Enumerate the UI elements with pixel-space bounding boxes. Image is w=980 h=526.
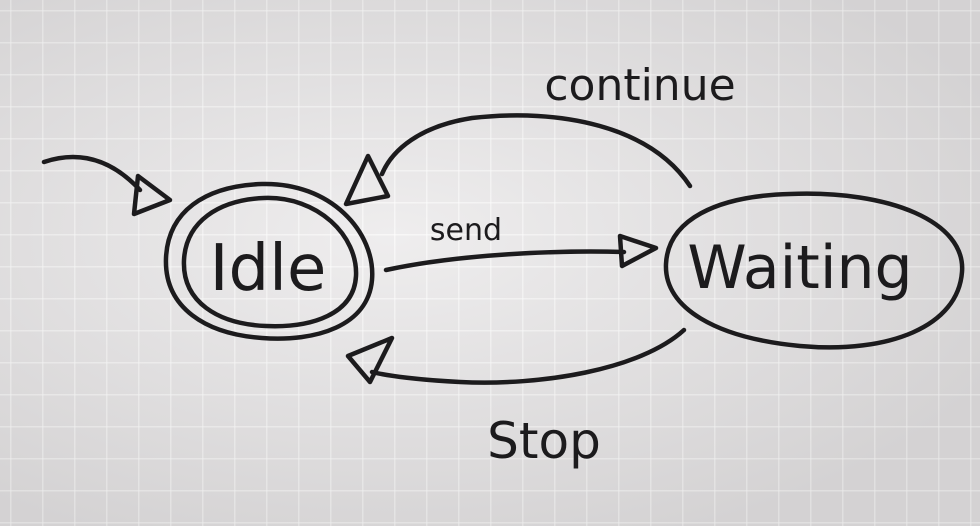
- continue-arrow-line: [379, 113, 693, 189]
- send-arrow-line: [383, 249, 627, 273]
- continue-arrow-head: [343, 153, 391, 207]
- waiting-label: Waiting: [687, 233, 912, 303]
- transition-send[interactable]: send: [383, 213, 659, 273]
- continue-label: continue: [544, 60, 735, 111]
- idle-inner-circle: [181, 195, 359, 329]
- state-idle[interactable]: Idle: [163, 181, 375, 341]
- stop-label: Stop: [487, 412, 601, 470]
- send-arrow-head: [617, 233, 659, 269]
- transition-stop[interactable]: Stop: [345, 327, 687, 470]
- send-label: send: [430, 213, 502, 248]
- transition-continue[interactable]: continue: [343, 60, 736, 207]
- idle-label: Idle: [210, 232, 327, 306]
- idle-outer-circle: [163, 181, 375, 341]
- state-waiting[interactable]: Waiting: [663, 191, 965, 350]
- waiting-ellipse: [663, 191, 965, 350]
- initial-arrow-head: [131, 173, 173, 217]
- initial-transition-arrow: [41, 154, 173, 217]
- stop-arrow-head: [345, 335, 395, 385]
- stop-arrow-line: [369, 327, 687, 385]
